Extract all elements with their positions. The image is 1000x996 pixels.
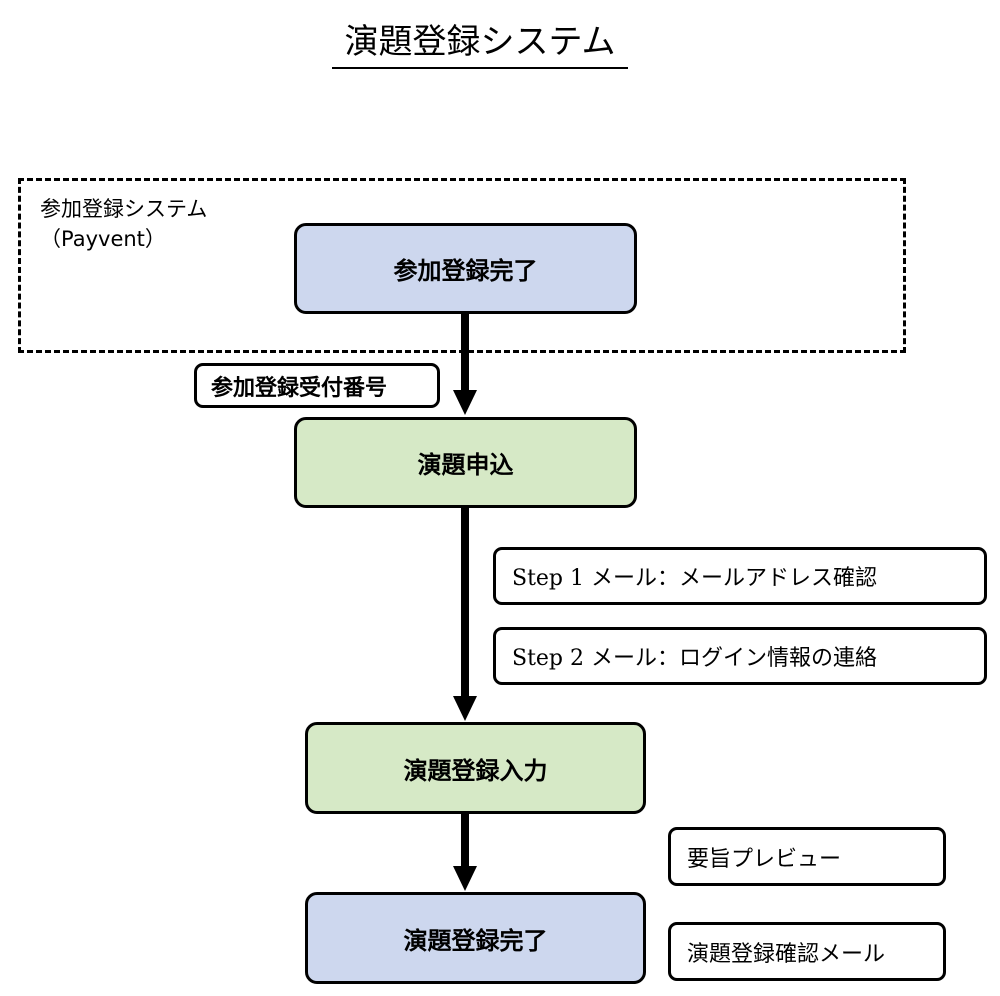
arrow-registration-to-application <box>453 314 477 415</box>
payvent-system-label: 参加登録システム （Payvent） <box>40 194 300 254</box>
abstract-registration-complete-box: 演題登録完了 <box>305 892 646 984</box>
title-underline <box>332 67 628 69</box>
payvent-label-line2: （Payvent） <box>40 227 166 251</box>
registration-complete-label: 参加登録完了 <box>393 257 538 285</box>
page-title: 演題登録システム <box>344 22 616 62</box>
abstract-preview-label: 要旨プレビュー <box>687 846 842 872</box>
step2-mail-note: Step 2 メール：ログイン情報の連絡 <box>493 627 987 685</box>
abstract-application-box: 演題申込 <box>294 417 637 508</box>
arrow-input-to-complete <box>453 814 477 891</box>
step1-mail-note: Step 1 メール：メールアドレス確認 <box>493 547 987 605</box>
confirmation-mail-label: 演題登録確認メール <box>687 941 886 967</box>
abstract-registration-input-box: 演題登録入力 <box>305 722 646 814</box>
abstract-registration-complete-label: 演題登録完了 <box>403 926 548 955</box>
payvent-label-line1: 参加登録システム <box>40 197 208 221</box>
receipt-number-label: 参加登録受付番号 <box>211 375 388 401</box>
arrow-application-to-input <box>453 508 477 721</box>
abstract-application-label: 演題申込 <box>417 451 514 479</box>
confirmation-mail-note: 演題登録確認メール <box>668 922 946 981</box>
step2-mail-label: Step 2 メール：ログイン情報の連絡 <box>512 646 877 671</box>
registration-complete-box: 参加登録完了 <box>294 223 637 314</box>
abstract-preview-note: 要旨プレビュー <box>668 827 946 886</box>
abstract-registration-input-label: 演題登録入力 <box>403 756 548 785</box>
step1-mail-label: Step 1 メール：メールアドレス確認 <box>512 566 877 591</box>
receipt-number-note: 参加登録受付番号 <box>194 363 440 408</box>
